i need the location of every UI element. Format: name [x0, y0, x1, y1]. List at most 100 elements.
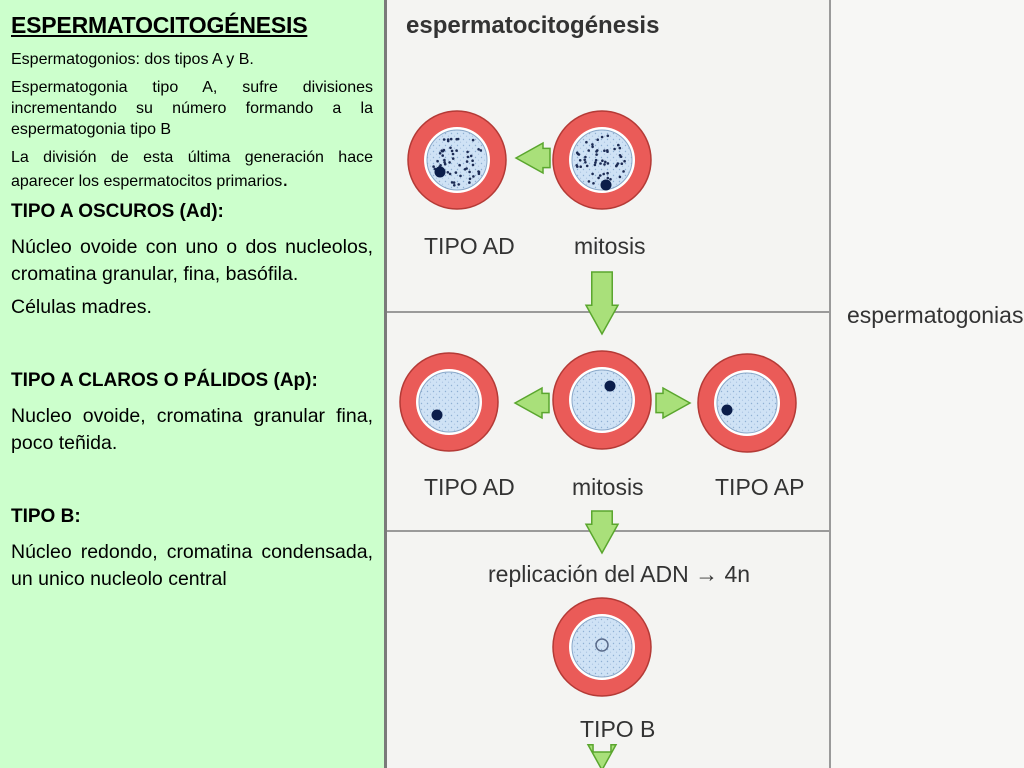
chromatin-dot: [457, 183, 460, 186]
chromatin-dot: [598, 174, 602, 177]
chromatin-dot: [442, 138, 446, 141]
arrow-row2-left: [513, 386, 550, 420]
chromatin-dot: [468, 177, 472, 181]
chromatin-dot: [618, 146, 622, 150]
chromatin-dot: [606, 171, 609, 175]
chromatin-dot: [604, 160, 607, 164]
chromatin-dot: [579, 165, 582, 168]
chromatin-dot: [591, 172, 594, 176]
chromatin-dot: [466, 155, 470, 159]
chromatin-dot: [584, 155, 587, 159]
label-row2-mitosis: mitosis: [572, 474, 644, 500]
chromatin-dot: [591, 145, 594, 148]
chromatin-dot: [449, 137, 453, 141]
arrows-group: [513, 141, 692, 768]
spacer: [11, 327, 373, 361]
chromatin-dot: [618, 154, 622, 157]
chromatin-dot: [438, 152, 442, 155]
chromatin-dot: [455, 137, 458, 141]
diagram-title: espermatocitogénesis: [406, 12, 659, 39]
chromatin-dot: [468, 170, 471, 174]
chromatin-dot: [578, 159, 582, 162]
label-row2-tipo-ad: TIPO AD: [424, 474, 515, 500]
label-replication: replicación del ADN → 4n: [488, 561, 750, 587]
chromatin-dot: [463, 168, 467, 171]
chromatin-dot: [448, 161, 451, 164]
chromatin-dot: [453, 184, 456, 187]
chromatin-dot: [446, 171, 450, 174]
paragraph-division: La división de esta última generación ha…: [11, 147, 373, 192]
description-celulas-madres: Células madres.: [11, 296, 152, 318]
chromatin-dot: [596, 138, 599, 141]
chromatin-dot: [436, 159, 439, 163]
chromatin-dot: [477, 172, 481, 176]
cell-row2-tipo-ap: [697, 353, 797, 453]
chromatin-dot: [443, 158, 446, 162]
paragraph-tipo-a: Espermatogonia tipo A, sufre divisiones …: [11, 79, 373, 138]
chromatin-dot: [472, 175, 475, 178]
chromatin-dot: [599, 162, 602, 165]
page-title: ESPERMATOCITOGÉNESIS: [11, 12, 308, 38]
chromatin-dot: [468, 181, 471, 184]
paragraph-division-text: La división de esta última generación ha…: [11, 149, 373, 190]
chromatin-dot: [440, 149, 444, 152]
diagram-panel: espermatocitogénesis TIPO AD mitosis TIP…: [384, 0, 1024, 768]
description-tipo-b: Núcleo redondo, cromatina condensada, un…: [11, 541, 373, 590]
chromatin-dot: [471, 159, 474, 162]
chromatin-dot: [479, 149, 483, 152]
cell-row1-mitosis: [552, 110, 652, 210]
arrow-down-1: [584, 271, 620, 336]
cell-row2-tipo-ad: [399, 352, 499, 452]
chromatin-dot: [603, 149, 606, 152]
chromatin-dot: [469, 154, 473, 158]
chromatin-dot: [583, 158, 586, 162]
chromatin-dot: [587, 180, 591, 183]
nucleolus: [600, 179, 612, 191]
chromatin-dot: [439, 164, 442, 167]
right-strip: [831, 0, 1024, 768]
label-row1-tipo-ad: TIPO AD: [424, 233, 515, 259]
label-tipo-b: TIPO B: [580, 716, 655, 742]
nucleus: [571, 616, 633, 678]
arrow-down-3: [586, 744, 618, 768]
cell-row2-mitosis: [552, 350, 652, 450]
chromatin-dot: [595, 153, 598, 156]
arrow-row1-left: [514, 141, 551, 175]
chromatin-dot: [596, 149, 599, 152]
chromatin-dot: [606, 176, 610, 180]
chromatin-dot: [617, 143, 620, 147]
text-panel: ESPERMATOCITOGÉNESIS Espermatogonios: do…: [0, 0, 384, 768]
chromatin-dot: [609, 178, 612, 181]
arrow-down-2: [584, 510, 620, 555]
chromatin-dot: [471, 138, 475, 142]
chromatin-dot: [616, 162, 620, 165]
chromatin-dot: [597, 176, 600, 180]
chromatin-dot: [455, 149, 458, 152]
chromatin-dot: [606, 134, 610, 138]
chromatin-dot: [593, 163, 597, 167]
chromatin-dot: [459, 174, 462, 178]
cells-group: [399, 110, 797, 697]
chromatin-dot: [575, 164, 578, 167]
nucleus: [716, 372, 778, 434]
label-espermatogonias: espermatogonias: [847, 302, 1023, 328]
chromatin-dot: [448, 172, 452, 176]
chromatin-dot: [622, 170, 625, 173]
chromatin-dot: [601, 159, 604, 162]
description-tipo-a-oscuros: Núcleo ovoide con uno o dos nucleolos, c…: [11, 236, 373, 285]
heading-tipo-a-oscuros: TIPO A OSCUROS (Ad):: [11, 201, 224, 222]
heading-tipo-b: TIPO B:: [11, 506, 81, 527]
cell-row3-tipo-b: [552, 597, 652, 697]
chromatin-dot: [454, 171, 458, 174]
chromatin-dot: [620, 162, 624, 165]
chromatin-dot: [477, 148, 480, 151]
description-tipo-a-claros: Nucleo ovoide, cromatina granular fina, …: [11, 405, 373, 454]
label-row2-tipo-ap: TIPO AP: [715, 474, 804, 500]
nucleolus: [595, 638, 609, 652]
chromatin-dot: [471, 163, 475, 167]
chromatin-dot: [591, 143, 594, 146]
chromatin-dot: [458, 163, 461, 167]
chromatin-dot: [600, 135, 604, 139]
nucleolus: [721, 404, 733, 416]
chromatin-dot: [451, 152, 455, 156]
